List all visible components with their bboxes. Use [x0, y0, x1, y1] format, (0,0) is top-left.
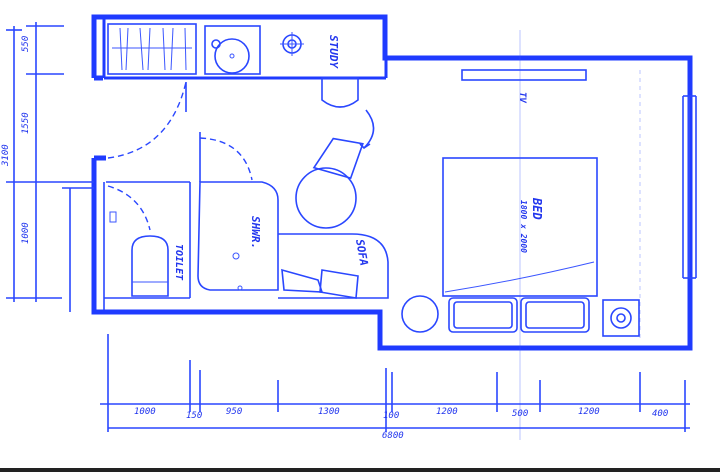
- dim-bottom-9: 400: [652, 409, 668, 419]
- label-tv: TV: [517, 92, 527, 103]
- construction-lines: [519, 30, 641, 440]
- label-sofa: SOFA: [353, 238, 370, 266]
- study-chair: [312, 77, 375, 180]
- wardrobe: [107, 23, 197, 75]
- dim-bottom-5: 100: [383, 411, 399, 421]
- dim-bottom-7: 500: [512, 409, 528, 419]
- dim-left-2: 1550: [21, 112, 31, 134]
- entry-door: [107, 81, 187, 159]
- bottom-border: [0, 468, 720, 472]
- nightstand-left: [401, 295, 439, 333]
- label-shower: SHWR.: [249, 216, 262, 249]
- toilet: [109, 211, 169, 297]
- nightstand-right: [602, 299, 640, 337]
- dim-total: 6800: [382, 431, 404, 441]
- label-bed: BED: [530, 197, 544, 220]
- window-right: [682, 95, 697, 279]
- tv-unit: [461, 69, 587, 81]
- study-lamp: [280, 32, 304, 56]
- dim-bottom-4: 1300: [318, 407, 340, 417]
- bed: [442, 157, 598, 333]
- dimension-left: [6, 22, 64, 302]
- label-toilet: TOILET: [173, 244, 184, 281]
- dim-left-total: 3100: [1, 144, 11, 167]
- dim-left-1: 550: [21, 36, 31, 52]
- exterior-walls: [91, 14, 693, 351]
- dimension-bottom: [100, 334, 690, 432]
- dim-bottom-6: 1200: [436, 407, 458, 417]
- label-study: STUDY: [327, 35, 340, 69]
- dim-bottom-1: 1000: [134, 407, 156, 417]
- sink: [204, 25, 261, 75]
- label-bed-size: 1800 x 2000: [519, 200, 528, 253]
- round-table: [295, 167, 357, 229]
- dim-left-3: 1000: [21, 222, 31, 244]
- dim-bottom-3: 950: [226, 407, 242, 417]
- dim-bottom-8: 1200: [578, 407, 600, 417]
- sofa: [278, 233, 389, 299]
- toilet-door: [107, 185, 151, 231]
- shower: [197, 132, 279, 291]
- dim-bottom-2: 150: [186, 411, 202, 421]
